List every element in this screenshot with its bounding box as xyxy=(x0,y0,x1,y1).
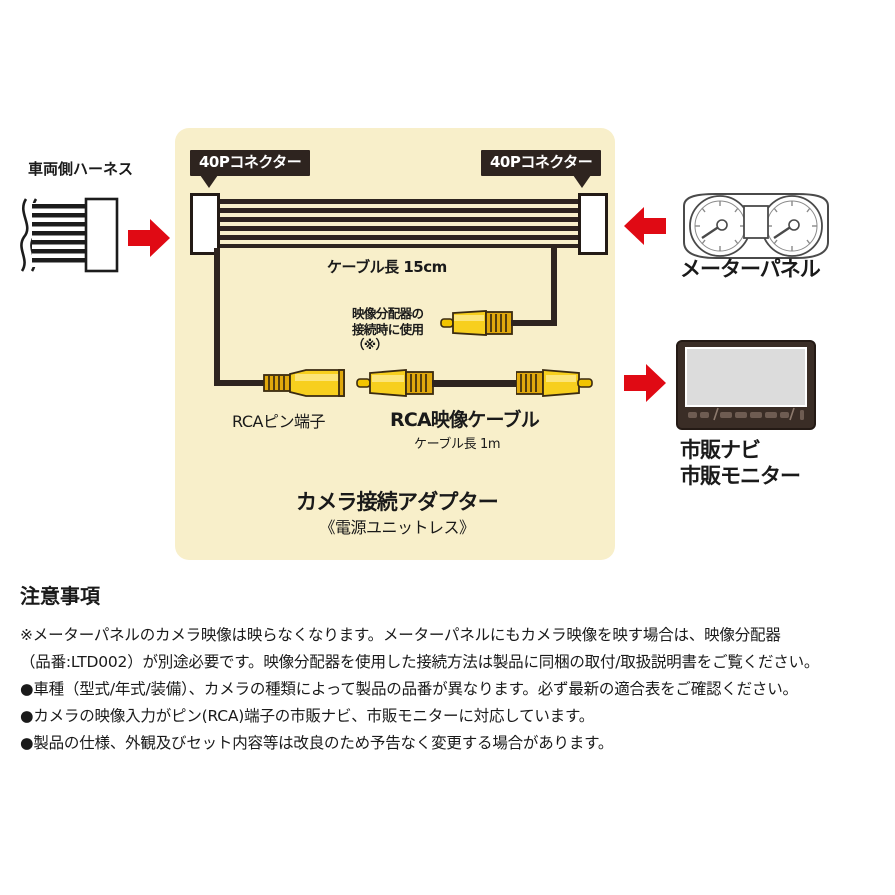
navi-label: 市販ナビ 市販モニター xyxy=(680,437,801,490)
cable-length-main-label: ケーブル長 15cm xyxy=(327,258,447,276)
splitter-note-line3: （※） xyxy=(352,337,388,353)
connector-block-left xyxy=(190,193,220,255)
rca-pin-terminal-label: RCAピン端子 xyxy=(232,412,325,431)
meter-panel-art xyxy=(676,192,836,260)
meter-panel-label: メーターパネル xyxy=(680,257,821,281)
splitter-note: 映像分配器の 接続時に使用 （※） xyxy=(352,306,424,353)
wire-right-vertical xyxy=(551,248,557,326)
vehicle-harness-art xyxy=(14,195,124,275)
note-item-0: ※メーターパネルのカメラ映像は映らなくなります。メーターパネルにもカメラ映像を映… xyxy=(20,626,781,644)
callout-left-40p-label: 40Pコネクター xyxy=(190,150,311,177)
note-item-4: ●製品の仕様、外観及びセット内容等は改良のため予告なく変更する場合があります。 xyxy=(20,734,614,753)
navi-label-line2: 市販モニター xyxy=(680,464,801,489)
rca-cable-length-label: ケーブル長 1m xyxy=(414,437,501,452)
wire-left-horizontal xyxy=(214,380,266,386)
ribbon-cable xyxy=(216,199,584,248)
callout-right-40p-tail xyxy=(573,175,592,188)
notes-section: 注意事項 ※メーターパネルのカメラ映像は映らなくなります。メーターパネルにもカメ… xyxy=(20,580,880,759)
splitter-note-line1: 映像分配器の xyxy=(352,306,424,321)
note-item-1: （品番:LTD002）が別途必要です。映像分配器を使用した接続方法は製品に同梱の… xyxy=(20,653,820,672)
rca-plug-splitter xyxy=(440,306,532,340)
rca-plug-cable-left xyxy=(356,365,456,401)
rca-jack-pin-terminal xyxy=(262,365,354,401)
note-item-2: ●車種（型式/年式/装備）、カメラの種類によって製品の品番が異なります。必ず最新… xyxy=(20,680,798,699)
arrow-right-navi-icon xyxy=(622,360,668,406)
connector-block-right xyxy=(578,193,608,255)
notes-title: 注意事項 xyxy=(20,584,100,608)
vehicle-harness-label: 車両側ハーネス xyxy=(28,160,134,178)
navi-label-line1: 市販ナビ xyxy=(680,438,761,462)
product-title: カメラ接続アダプター xyxy=(296,490,499,514)
callout-left-40p-tail xyxy=(200,175,218,188)
navi-monitor-art xyxy=(676,340,816,430)
note-item-3: ●カメラの映像入力がピン(RCA)端子の市販ナビ、市販モニターに対応しています。 xyxy=(20,707,595,726)
wire-right-horizontal xyxy=(524,320,557,326)
rca-plug-cable-right xyxy=(515,365,614,401)
rca-video-cable-label: RCA映像ケーブル xyxy=(390,409,540,431)
wire-left-vertical xyxy=(214,248,220,386)
arrow-left-meter-icon xyxy=(622,203,668,249)
rca-cable-wire xyxy=(452,380,520,387)
product-subtitle: 《電源ユニットレス》 xyxy=(319,518,475,537)
callout-right-40p: 40Pコネクター xyxy=(481,150,602,188)
callout-left-40p: 40Pコネクター xyxy=(190,150,311,188)
arrow-right-harness-icon xyxy=(126,215,172,261)
splitter-note-line2: 接続時に使用 xyxy=(352,321,424,337)
callout-right-40p-label: 40Pコネクター xyxy=(481,150,602,177)
